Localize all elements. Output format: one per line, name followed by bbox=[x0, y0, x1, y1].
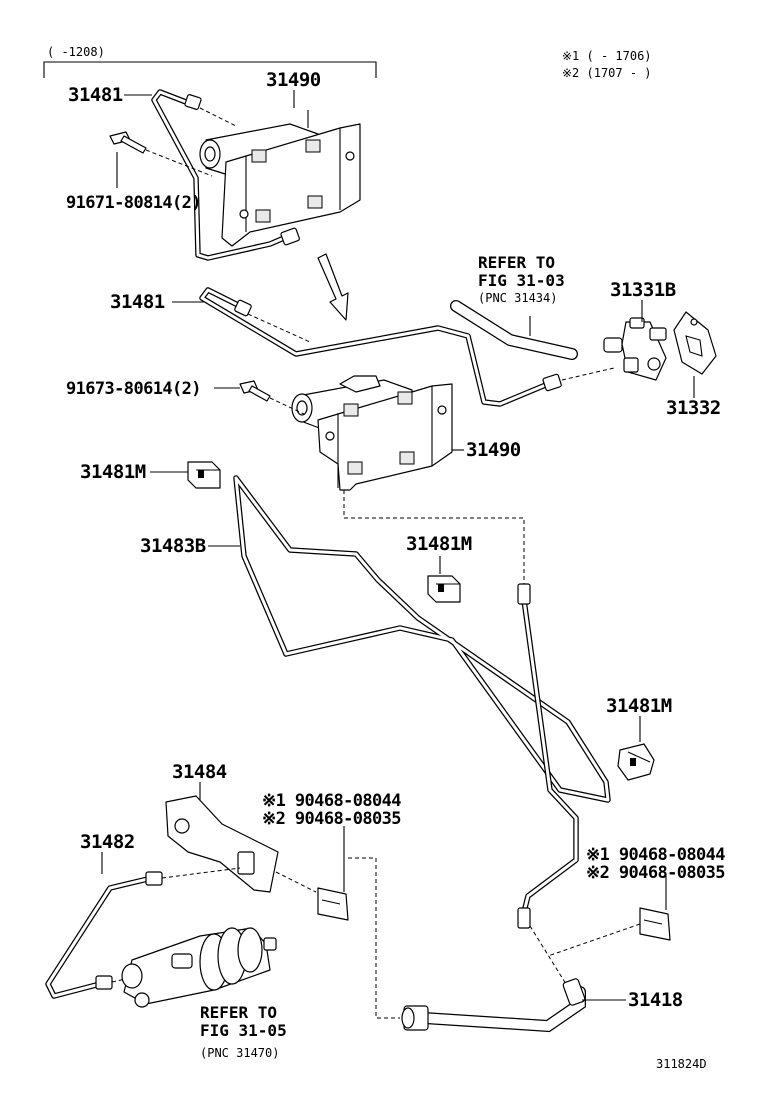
direction-arrow bbox=[317, 253, 349, 321]
clip-90468-right bbox=[639, 907, 671, 941]
label-31484: 31484 bbox=[172, 761, 227, 783]
refer-top-line1: REFER TO bbox=[478, 253, 555, 272]
part-31332-gasket bbox=[673, 311, 717, 375]
variant-note-1: ※1 ( - 1706) bbox=[562, 49, 652, 63]
refer-bot-line2: FIG 31-05 bbox=[200, 1021, 287, 1040]
label-clip-b-1: ※1 90468-08044 bbox=[586, 845, 725, 865]
label-bolt-91671: 91671-80814(2) bbox=[66, 193, 201, 213]
middle-assembly bbox=[199, 287, 615, 584]
label-31331B: 31331B bbox=[610, 279, 676, 301]
label-31332: 31332 bbox=[666, 397, 721, 419]
label-31481M-a: 31481M bbox=[80, 461, 146, 483]
pipe-31483B bbox=[233, 475, 611, 915]
label-31481-top: 31481 bbox=[68, 84, 123, 106]
label-clip-a-1: ※1 90468-08044 bbox=[262, 791, 401, 811]
label-31481M-c: 31481M bbox=[606, 695, 672, 717]
label-31418: 31418 bbox=[628, 989, 683, 1011]
refer-top-pnc: (PNC 31434) bbox=[478, 291, 557, 305]
refer-top-line2: FIG 31-03 bbox=[478, 271, 565, 290]
label-clip-a-2: ※2 90468-08035 bbox=[262, 809, 401, 829]
label-31481M-b: 31481M bbox=[406, 533, 472, 555]
clip-90468-left bbox=[317, 887, 349, 921]
clip-31481M-c bbox=[617, 743, 655, 781]
bracket-31484 bbox=[165, 795, 279, 893]
label-bolt-91673: 91673-80614(2) bbox=[66, 379, 201, 399]
range-bracket bbox=[43, 61, 377, 78]
top-assembly bbox=[109, 89, 361, 261]
pipe-end-fitting-upper bbox=[517, 583, 531, 605]
label-31490-top: 31490 bbox=[266, 69, 321, 91]
refer-bot-pnc: (PNC 31470) bbox=[200, 1046, 279, 1060]
clip-31481M-b bbox=[427, 575, 461, 603]
pipe-end-fitting-lower bbox=[517, 907, 531, 929]
release-cylinder bbox=[121, 927, 277, 1008]
part-31331B-fitting bbox=[603, 317, 667, 381]
label-31483B: 31483B bbox=[140, 535, 206, 557]
label-31481-mid: 31481 bbox=[110, 291, 165, 313]
label-clip-b-2: ※2 90468-08035 bbox=[586, 863, 725, 883]
variant-note-2: ※2 (1707 - ) bbox=[562, 66, 652, 80]
label-31490-mid: 31490 bbox=[466, 439, 521, 461]
range-note: ( -1208) bbox=[47, 45, 105, 59]
flare-nut-top bbox=[184, 94, 202, 110]
label-31482: 31482 bbox=[80, 831, 135, 853]
refer-bot-line1: REFER TO bbox=[200, 1003, 277, 1022]
clip-31481M-a bbox=[187, 461, 221, 489]
figure-code: 311824D bbox=[656, 1057, 707, 1071]
